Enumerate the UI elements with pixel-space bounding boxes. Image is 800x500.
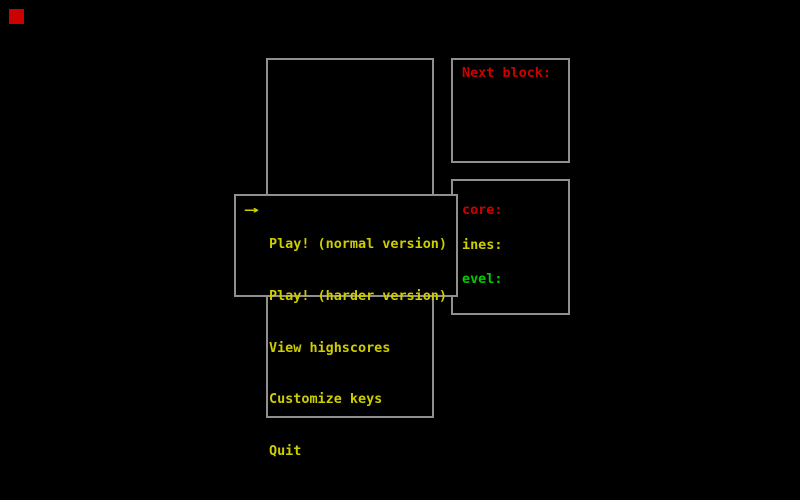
score-label: core:	[462, 203, 503, 218]
menu-item-play-normal[interactable]: Play! (normal version)	[269, 237, 447, 253]
main-menu-box	[234, 194, 458, 297]
next-block-label: Next block:	[462, 66, 551, 81]
lines-label: ines:	[462, 238, 503, 253]
level-label: evel:	[462, 272, 503, 287]
menu-item-customize-keys[interactable]: Customize keys	[269, 392, 383, 408]
main-menu: Play! (normal version) Play! (harder ver…	[269, 202, 447, 494]
selection-arrow-icon: →	[244, 203, 259, 218]
red-block	[9, 9, 24, 24]
menu-item-play-harder[interactable]: Play! (harder version)	[269, 289, 447, 304]
menu-item-view-highscores[interactable]: View highscores	[269, 340, 391, 356]
menu-item-quit[interactable]: Quit	[269, 443, 302, 459]
next-block-box	[451, 58, 570, 163]
